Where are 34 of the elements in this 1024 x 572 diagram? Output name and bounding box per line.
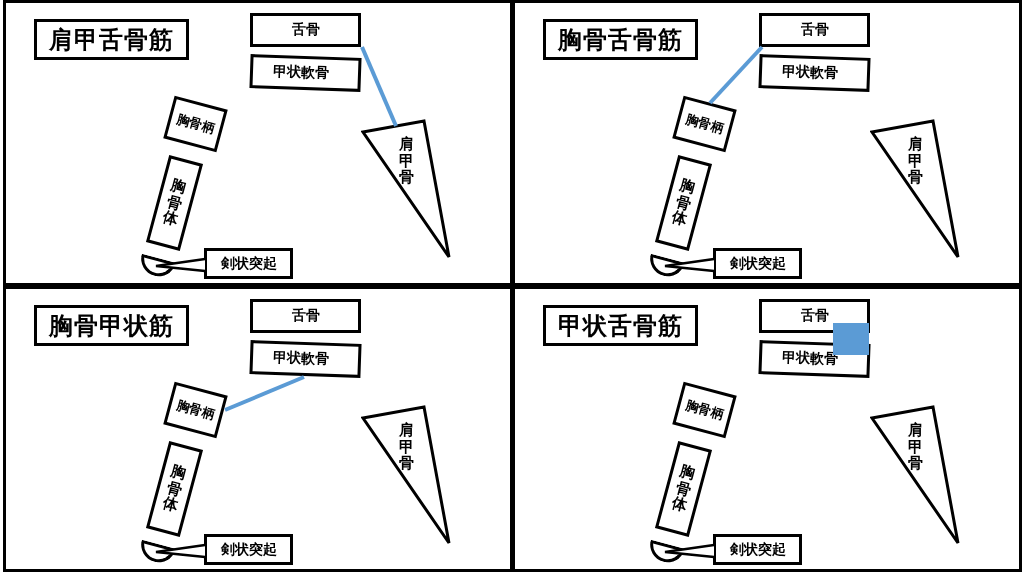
- muscle-line: [708, 45, 764, 105]
- title-box: 胸骨甲状筋: [34, 305, 189, 346]
- title-box: 肩甲舌骨筋: [34, 19, 189, 60]
- bone-label-box: 胸骨柄: [163, 95, 228, 153]
- bone-label-box: 舌骨: [250, 13, 361, 47]
- bone-label-box: 胸骨体: [654, 155, 712, 251]
- muscle-line: [360, 46, 398, 127]
- bone-label-box: 舌骨: [759, 299, 870, 333]
- title-box: 胸骨舌骨筋: [543, 19, 698, 60]
- bone-label-box: 舌骨: [759, 13, 870, 47]
- scapula-triangle: 肩甲骨: [870, 404, 960, 546]
- muscle-band: [833, 323, 869, 355]
- bone-label-box: 甲状軟骨: [758, 54, 871, 92]
- bone-label-box: 胸骨体: [145, 441, 203, 537]
- panel-frame: [512, 0, 1022, 286]
- bone-label-box: 舌骨: [250, 299, 361, 333]
- callout-pointer: [154, 543, 207, 559]
- bone-label-box: 甲状軟骨: [249, 54, 362, 92]
- bone-label-box: 胸骨柄: [163, 381, 228, 439]
- bone-label-box: 胸骨体: [145, 155, 203, 251]
- scapula-triangle: 肩甲骨: [361, 118, 451, 260]
- panel-frame: [512, 286, 1022, 572]
- callout-pointer: [663, 257, 716, 273]
- scapula-triangle: 肩甲骨: [361, 404, 451, 546]
- bone-label-box: 甲状軟骨: [249, 340, 362, 378]
- panel-frame: [3, 0, 513, 286]
- scapula-triangle: 肩甲骨: [870, 118, 960, 260]
- title-box: 甲状舌骨筋: [543, 305, 698, 346]
- bone-label-box: 胸骨柄: [672, 95, 737, 153]
- panel-frame: [3, 286, 513, 572]
- callout-pointer: [663, 543, 716, 559]
- bone-label-box: 胸骨体: [654, 441, 712, 537]
- callout-pointer: [154, 257, 207, 273]
- bone-label-box: 胸骨柄: [672, 381, 737, 439]
